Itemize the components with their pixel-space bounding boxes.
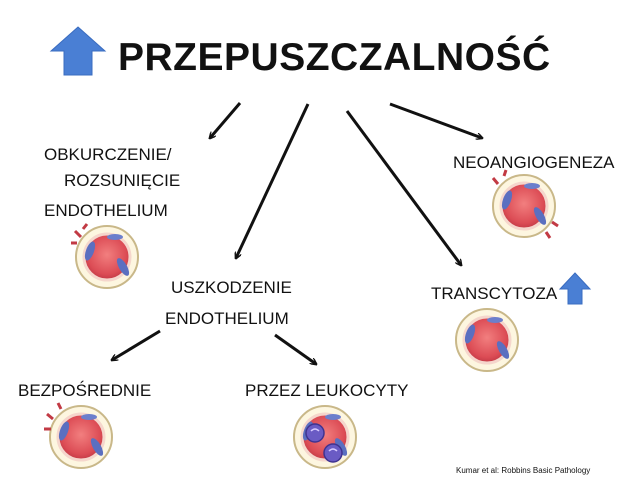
arrow-to-bezposrednie	[112, 329, 161, 360]
arrow-to-neoangiogeneza	[389, 102, 482, 138]
label-transcytoza: TRANSCYTOZA	[431, 284, 558, 303]
label-obkurczenie-line1: OBKURCZENIE/	[44, 145, 172, 164]
arrow-to-obkurczenie	[210, 102, 242, 138]
citation: Kumar et al: Robbins Basic Pathology	[456, 466, 591, 475]
label-obkurczenie-line2: ROZSUNIĘCIE	[64, 171, 181, 190]
label-uszkodzenie-line2: ENDOTHELIUM	[165, 309, 289, 328]
label-neoangiogeneza: NEOANGIOGENEZA	[453, 153, 615, 172]
label-bezposrednie: BEZPOŚREDNIE	[18, 381, 152, 400]
vessel-obkurczenie-image	[71, 223, 140, 290]
arrow-to-uszkodzenie	[236, 103, 310, 258]
title-up-arrow-icon	[49, 26, 107, 76]
vessel-neoangiogeneza-image	[491, 169, 559, 239]
vessel-bezposrednie-image	[44, 402, 114, 470]
label-uszkodzenie-line1: USZKODZENIE	[171, 278, 292, 297]
label-obkurczenie-line3: ENDOTHELIUM	[44, 201, 168, 220]
vessel-transcytoza-image	[454, 307, 520, 373]
arrow-to-transcytoza	[345, 110, 461, 265]
arrow-to-przez-leukocyty	[274, 333, 316, 364]
label-przez-leukocyty: PRZEZ LEUKOCYTY	[245, 381, 409, 400]
transcytoza-up-arrow-icon	[558, 272, 592, 305]
page-title: PRZEPUSZCZALNOŚĆ	[118, 36, 551, 79]
vessel-przez-leukocyty-image	[292, 404, 358, 470]
